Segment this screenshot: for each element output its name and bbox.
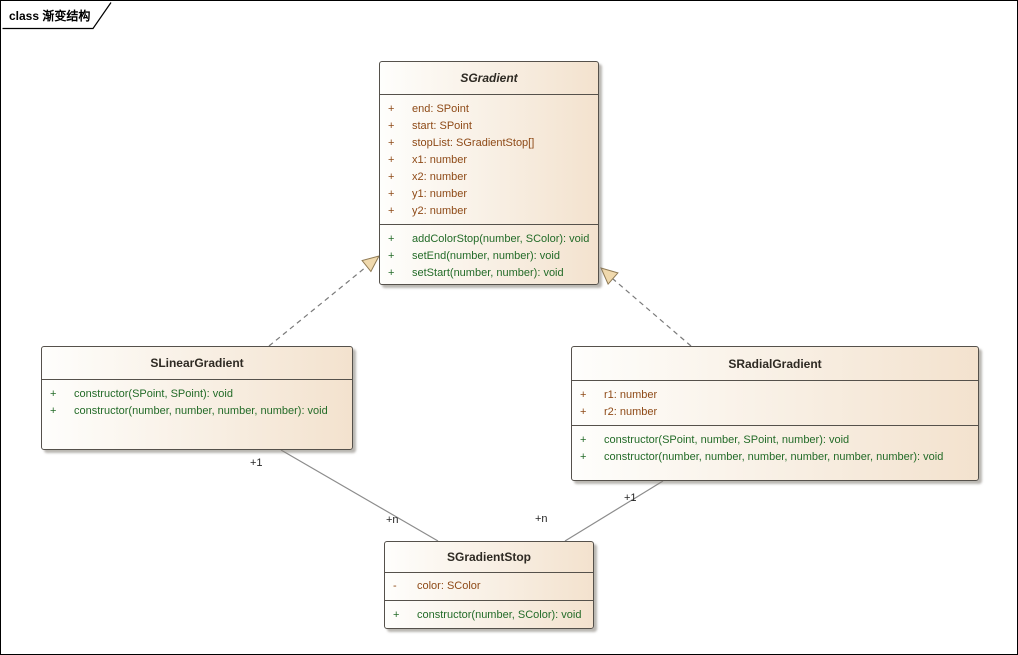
attribute-text: start: SPoint <box>412 120 472 132</box>
attribute-text: x1: number <box>412 154 468 166</box>
visibility-sign: + <box>388 233 395 245</box>
attribute-row: + y1: number <box>380 186 598 203</box>
attribute-row: + x1: number <box>380 152 598 169</box>
visibility-sign: + <box>50 388 57 400</box>
method-row: + constructor(number, SColor): void <box>385 607 593 624</box>
method-text: constructor(SPoint, number, SPoint, numb… <box>604 434 850 446</box>
method-text: constructor(number, number, number, numb… <box>74 405 328 417</box>
method-text: constructor(number, number, number, numb… <box>604 451 944 463</box>
method-row: + constructor(number, number, number, num… <box>42 403 352 420</box>
method-row: + setStart(number, number): void <box>380 265 598 282</box>
diagram-frame-label: class 渐变结构 <box>9 9 91 23</box>
methods-compartment: + addColorStop(number, SColor): void + set… <box>380 224 598 284</box>
visibility-sign: + <box>388 171 395 183</box>
multiplicity-label: +n <box>535 513 548 525</box>
class-title: SGradient <box>460 71 518 85</box>
class-box-sradialgradient[interactable]: SRadialGradient +r1: number +r2: number … <box>571 346 979 481</box>
visibility-sign: + <box>580 451 587 463</box>
visibility-sign: - <box>393 580 397 592</box>
visibility-sign: + <box>393 609 400 621</box>
method-row: + constructor(SPoint, number, SPoint, num… <box>572 432 978 449</box>
visibility-sign: + <box>388 188 395 200</box>
method-row: + setEnd(number, number): void <box>380 248 598 265</box>
method-text: setStart(number, number): void <box>412 267 564 279</box>
attribute-row: + r2: number <box>572 404 978 421</box>
attribute-text: stopList: SGradientStop[] <box>412 137 535 149</box>
attributes-compartment: - color: SColor <box>385 572 593 600</box>
class-box-sgradientstop[interactable]: SGradientStop - color: SColor + constructo… <box>384 541 594 629</box>
method-row: + addColorStop(number, SColor): void <box>380 231 598 248</box>
multiplicity-label: +1 <box>624 492 637 504</box>
visibility-sign: + <box>388 137 395 149</box>
attributes-compartment: + r1: number + r2: number <box>572 380 978 425</box>
attribute-row: + stopList: SGradientStop[] <box>380 135 598 152</box>
class-box-slineargradient[interactable]: SLinearGradient + constructor(SPoint, SPo… <box>41 346 353 450</box>
visibility-sign: + <box>580 389 587 401</box>
visibility-sign: + <box>388 267 395 279</box>
attribute-text: r1: number <box>604 389 658 401</box>
visibility-sign: + <box>388 120 395 132</box>
attribute-text: y1: number <box>412 188 468 200</box>
class-box-sgradient[interactable]: SGradient + end: SPoint + start: SPoint + s… <box>379 61 599 285</box>
visibility-sign: + <box>50 405 57 417</box>
method-row: + constructor(SPoint, SPoint): void <box>42 386 352 403</box>
attribute-row: + y2: number <box>380 203 598 220</box>
method-text: constructor(number, SColor): void <box>417 609 582 621</box>
class-title: SLinearGradient <box>150 356 244 370</box>
visibility-sign: + <box>580 406 587 418</box>
attribute-row: + x2: number <box>380 169 598 186</box>
attribute-text: x2: number <box>412 171 468 183</box>
method-text: setEnd(number, number): void <box>412 250 560 262</box>
attribute-text: r2: number <box>604 406 658 418</box>
method-text: addColorStop(number, SColor): void <box>412 233 590 245</box>
generalization-arrowhead-icon <box>361 255 380 273</box>
attributes-compartment: + end: SPoint + start: SPoint + stopList: S… <box>380 94 598 224</box>
multiplicity-label: +1 <box>250 457 263 469</box>
methods-compartment: + constructor(number, SColor): void <box>385 600 593 628</box>
attribute-text: y2: number <box>412 205 468 217</box>
attribute-row: + end: SPoint <box>380 101 598 118</box>
method-row: + constructor(number, number, number, num… <box>572 449 978 466</box>
attribute-text: end: SPoint <box>412 103 469 115</box>
class-title: SRadialGradient <box>728 356 822 371</box>
visibility-sign: + <box>580 434 587 446</box>
method-text: constructor(SPoint, SPoint): void <box>74 388 233 400</box>
methods-compartment: + constructor(SPoint, SPoint): void + cons… <box>42 379 352 449</box>
multiplicity-label: +n <box>386 514 399 526</box>
generalization-line-radial[interactable] <box>612 278 692 347</box>
attribute-row: + r1: number <box>572 387 978 404</box>
generalization-arrowhead-icon <box>600 267 619 286</box>
attribute-text: color: SColor <box>417 580 481 592</box>
association-line-linear-stop[interactable] <box>280 449 439 542</box>
visibility-sign: + <box>388 154 395 166</box>
visibility-sign: + <box>388 205 395 217</box>
class-title: SGradientStop <box>446 550 531 564</box>
association-line-radial-stop[interactable] <box>564 480 664 542</box>
visibility-sign: + <box>388 103 395 115</box>
generalization-line-linear[interactable] <box>268 266 367 347</box>
attribute-row: + start: SPoint <box>380 118 598 135</box>
visibility-sign: + <box>388 250 395 262</box>
methods-compartment: + constructor(SPoint, number, SPoint, num… <box>572 425 978 480</box>
attribute-row: - color: SColor <box>385 578 593 595</box>
